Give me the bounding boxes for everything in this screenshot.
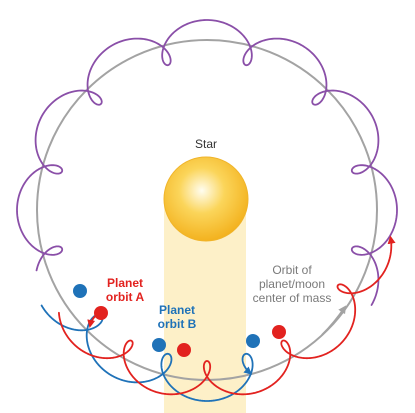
red-body-1 <box>94 306 108 320</box>
planet-orbit-a-loop-path <box>58 235 396 396</box>
center-of-mass-direction-arrow <box>321 305 347 336</box>
center-of-mass-label-line2: planet/moon <box>259 277 325 291</box>
star-label: Star <box>195 137 217 151</box>
planet-orbit-a-label-line1: Planet <box>107 276 143 290</box>
planet-orbit-a-label-line2: orbit A <box>106 290 145 304</box>
center-of-mass-orbit <box>36 39 378 381</box>
blue-body-3 <box>246 334 260 348</box>
center-of-mass-label-line3: center of mass <box>253 291 332 305</box>
blue-body-2 <box>152 338 166 352</box>
blue-body-1 <box>73 284 87 298</box>
center-of-mass-label-line1: Orbit of <box>272 263 312 277</box>
red-body-3 <box>272 325 286 339</box>
planet-moon-loop-path-purple <box>16 19 398 306</box>
red-body-2 <box>177 343 191 357</box>
star <box>163 156 249 242</box>
planet-orbit-b-label-line2: orbit B <box>158 317 197 331</box>
planet-orbit-b-label-line1: Planet <box>159 303 195 317</box>
